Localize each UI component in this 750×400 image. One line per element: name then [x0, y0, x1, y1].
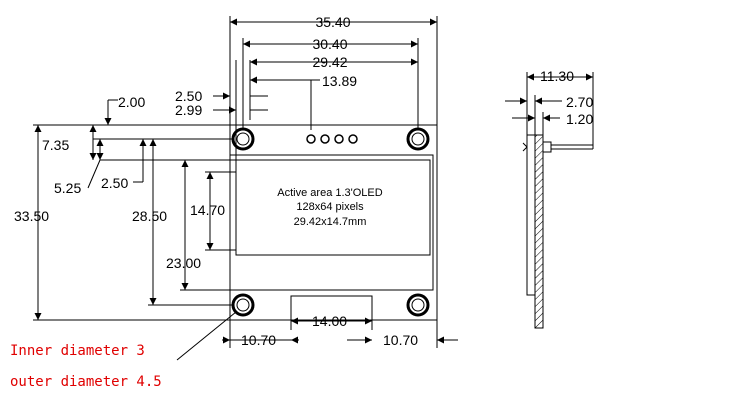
dim-width-holes: 30.40	[312, 36, 347, 52]
mounting-hole-top-right	[406, 127, 430, 151]
pin-3	[334, 134, 344, 144]
pin-4	[348, 134, 358, 144]
dim-bottom-middle: 14.00	[312, 313, 347, 329]
dim-width-active: 29.42	[312, 54, 347, 70]
dim-active-top: 5.25	[54, 180, 81, 196]
dim-active-left-outer: 2.99	[175, 102, 202, 118]
note-outer-diameter: outer diameter 4.5	[10, 374, 162, 390]
dim-width-total: 35.40	[315, 14, 350, 30]
dim-active-left-inner: 2.50	[175, 88, 202, 104]
dim-height-total: 33.50	[14, 208, 49, 224]
dim-bottom-right: 10.70	[383, 332, 418, 348]
glass-outline	[229, 154, 434, 291]
dim-side-thickness-total: 11.30	[540, 68, 574, 84]
active-area-line2: 128x64 pixels	[296, 201, 364, 213]
bottom-dimension-lines	[176, 296, 458, 361]
dim-hole-offset-y: 7.35	[42, 137, 69, 153]
side-pin-block	[542, 141, 552, 153]
side-glass-hatched	[534, 134, 544, 329]
header-pins	[306, 134, 358, 144]
dim-bottom-left: 10.70	[241, 332, 276, 348]
dim-height-active: 14.70	[190, 202, 225, 218]
top-dimension-lines	[213, 16, 438, 160]
active-area-line1: Active area 1.3'OLED	[277, 187, 382, 199]
dim-hole-center-x: 2.50	[101, 175, 128, 191]
pin-2	[320, 134, 330, 144]
dim-height-holes: 28.50	[132, 208, 167, 224]
dim-height-glass: 23.00	[166, 255, 201, 271]
dim-hole-offset-x: 2.00	[118, 94, 145, 110]
dim-side-board-thickness: 1.20	[566, 111, 593, 127]
pin-1	[306, 134, 316, 144]
dim-side-pin-length: 2.70	[566, 94, 593, 110]
note-inner-diameter: Inner diameter 3	[10, 343, 145, 359]
side-board	[526, 134, 536, 296]
side-dimension-lines	[505, 72, 594, 145]
mounting-hole-bottom-right	[406, 293, 430, 317]
active-area-rect	[235, 159, 431, 256]
side-view	[522, 134, 594, 329]
left-dimension-lines	[33, 99, 236, 321]
active-area-line3: 29.42x14.7mm	[294, 216, 367, 228]
dim-pins-offset: 13.89	[322, 73, 357, 89]
